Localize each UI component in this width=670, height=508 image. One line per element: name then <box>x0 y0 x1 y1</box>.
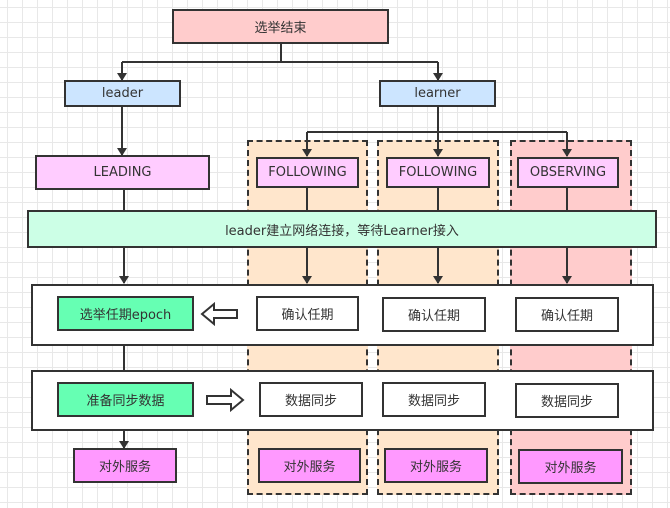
data-sync-node-2[interactable]: 数据同步 <box>382 382 486 417</box>
arrow-right-icon <box>206 388 245 412</box>
serve-node-3[interactable]: 对外服务 <box>518 449 623 484</box>
prepare-sync-node[interactable]: 准备同步数据 <box>57 382 194 417</box>
serve-node-1[interactable]: 对外服务 <box>258 448 361 483</box>
following-state-node-1[interactable]: FOLLOWING <box>256 157 359 188</box>
learner-role-node[interactable]: learner <box>379 80 496 107</box>
serve-node-2[interactable]: 对外服务 <box>384 448 488 483</box>
confirm-epoch-node-3[interactable]: 确认任期 <box>515 297 619 332</box>
confirm-epoch-node-1[interactable]: 确认任期 <box>256 296 359 331</box>
leader-role-node[interactable]: leader <box>64 80 181 107</box>
election-end-node[interactable]: 选举结束 <box>172 9 389 44</box>
leading-state-node[interactable]: LEADING <box>35 155 210 190</box>
arrow-left-icon <box>200 302 238 326</box>
data-sync-node-1[interactable]: 数据同步 <box>259 382 363 417</box>
serve-node-leader[interactable]: 对外服务 <box>73 448 177 483</box>
elect-epoch-node[interactable]: 选举任期epoch <box>57 296 194 331</box>
edge-end-branch <box>122 43 438 63</box>
confirm-epoch-node-2[interactable]: 确认任期 <box>382 297 486 332</box>
observing-state-node[interactable]: OBSERVING <box>517 157 619 188</box>
edge-learner-branch <box>307 106 567 133</box>
data-sync-node-3[interactable]: 数据同步 <box>515 383 619 418</box>
following-state-node-2[interactable]: FOLLOWING <box>386 157 490 188</box>
network-connect-band[interactable]: leader建立网络连接，等待Learner接入 <box>27 210 657 248</box>
